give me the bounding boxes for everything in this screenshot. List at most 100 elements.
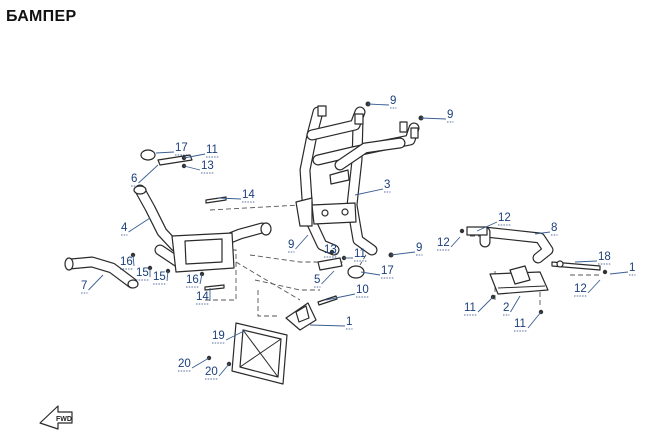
callout-17: 17 bbox=[360, 265, 394, 279]
callout-2: 2 bbox=[503, 295, 521, 316]
callout-10: 10 bbox=[325, 284, 369, 301]
callout-18: 18 bbox=[574, 251, 611, 265]
callout-leader bbox=[128, 217, 151, 233]
callout-number: 13 bbox=[201, 160, 214, 172]
callout-number: 9 bbox=[416, 242, 422, 254]
callout-leader bbox=[450, 236, 461, 248]
callout-number: 16 bbox=[186, 274, 199, 286]
callout-leader bbox=[132, 254, 135, 267]
callout-leader bbox=[390, 251, 416, 256]
callout-12: 12 bbox=[437, 236, 461, 251]
callout-leader bbox=[166, 270, 169, 282]
callout-number: 18 bbox=[598, 251, 611, 263]
upper-bumper-frame bbox=[295, 105, 420, 256]
callout-11: 11 bbox=[183, 144, 219, 159]
callout-leader bbox=[183, 165, 201, 171]
callout-1: 1 bbox=[309, 316, 353, 330]
forward-direction-arrow: FWD bbox=[39, 405, 73, 430]
callout-20: 20 bbox=[178, 357, 210, 372]
page-title: БАМПЕР bbox=[6, 8, 77, 25]
callout-leader bbox=[574, 260, 598, 263]
callout-number: 7 bbox=[81, 280, 87, 292]
callout-1: 1 bbox=[609, 262, 636, 276]
callout-leader bbox=[183, 153, 206, 159]
callout-leader bbox=[88, 274, 104, 291]
callout-leader bbox=[321, 270, 335, 285]
callout-leader bbox=[331, 251, 339, 255]
callout-leader bbox=[476, 221, 498, 232]
callout-number: 9 bbox=[288, 239, 294, 251]
callout-4: 4 bbox=[121, 217, 151, 236]
callout-3: 3 bbox=[354, 179, 391, 196]
callout-13: 13 bbox=[183, 160, 214, 174]
callout-number: 11 bbox=[206, 144, 218, 156]
callout-leader bbox=[609, 271, 629, 275]
callout-number: 4 bbox=[121, 222, 128, 234]
right-bracket-plate bbox=[489, 265, 549, 295]
callout-15: 15 bbox=[136, 267, 151, 281]
callout-number: 8 bbox=[551, 222, 557, 234]
callout-leader bbox=[354, 188, 384, 196]
callout-leader bbox=[534, 231, 551, 235]
callout-5: 5 bbox=[314, 270, 335, 288]
callout-leader bbox=[217, 197, 242, 200]
callout-6: 6 bbox=[131, 164, 159, 187]
callout-8: 8 bbox=[534, 222, 558, 236]
callout-13: 13 bbox=[324, 244, 339, 258]
callout-number: 2 bbox=[503, 302, 509, 314]
callout-11: 11 bbox=[514, 311, 542, 332]
callout-number: 20 bbox=[205, 366, 218, 378]
callout-number: 20 bbox=[178, 358, 191, 370]
callout-number: 15 bbox=[153, 271, 166, 283]
callout-leader bbox=[309, 324, 346, 327]
fwd-label: FWD bbox=[56, 416, 72, 423]
callout-number: 1 bbox=[346, 316, 352, 328]
callout-9: 9 bbox=[390, 242, 423, 256]
callout-16: 16 bbox=[186, 273, 203, 288]
callout-15: 15 bbox=[153, 270, 169, 285]
callout-number: 12 bbox=[574, 283, 587, 295]
left-lower-bumper bbox=[133, 184, 272, 273]
callout-leader bbox=[138, 164, 159, 184]
callout-number: 10 bbox=[356, 284, 369, 296]
callout-9: 9 bbox=[420, 109, 454, 123]
callout-leader bbox=[155, 151, 175, 154]
callout-number: 13 bbox=[324, 244, 337, 256]
callout-number: 17 bbox=[381, 265, 394, 277]
callout-leader bbox=[218, 363, 230, 377]
callout-number: 3 bbox=[384, 179, 390, 191]
right-pin bbox=[551, 260, 601, 271]
callout-number: 14 bbox=[196, 291, 209, 303]
callout-leader bbox=[527, 311, 542, 329]
callout-number: 11 bbox=[514, 318, 526, 330]
callout-number: 9 bbox=[447, 109, 453, 121]
callout-number: 19 bbox=[212, 330, 225, 342]
callout-number: 5 bbox=[314, 274, 320, 286]
callout-leader bbox=[199, 273, 203, 285]
callout-9: 9 bbox=[367, 95, 397, 109]
callout-17: 17 bbox=[155, 142, 188, 156]
callout-leader bbox=[367, 103, 390, 106]
callout-leader bbox=[191, 357, 210, 369]
callout-19: 19 bbox=[212, 329, 247, 344]
callout-number: 15 bbox=[136, 267, 149, 279]
callout-12: 12 bbox=[476, 212, 511, 232]
left-extension-tube bbox=[64, 256, 139, 289]
callout-12: 12 bbox=[574, 279, 601, 297]
right-rear-bumper bbox=[466, 226, 554, 264]
callout-9: 9 bbox=[288, 234, 309, 253]
callout-20: 20 bbox=[205, 363, 230, 380]
callout-number: 9 bbox=[390, 95, 396, 107]
center-cap bbox=[317, 257, 365, 279]
callout-number: 6 bbox=[131, 173, 137, 185]
center-bracket bbox=[285, 302, 317, 331]
callout-number: 11 bbox=[354, 248, 366, 260]
callout-16: 16 bbox=[120, 254, 135, 270]
plate-frame bbox=[231, 322, 288, 385]
callout-14: 14 bbox=[196, 288, 211, 305]
callout-leader bbox=[225, 329, 247, 341]
callout-leader bbox=[295, 234, 309, 250]
callout-leader bbox=[325, 293, 356, 301]
